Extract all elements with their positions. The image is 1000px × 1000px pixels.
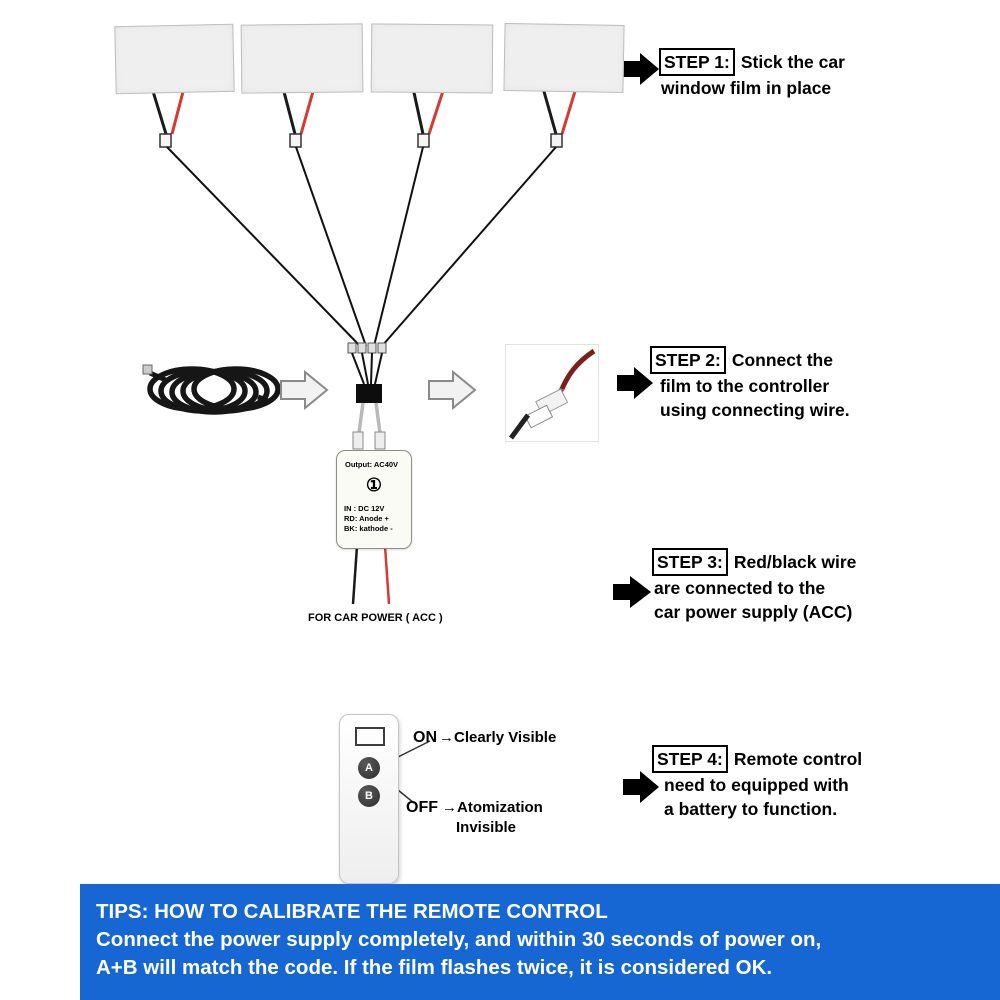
coil-plug-tip (142, 364, 153, 375)
step-3-line-3: car power supply (ACC) (654, 602, 853, 623)
step-2-line-2: film to the controller (660, 376, 830, 397)
step-2-line-3: using connecting wire. (660, 400, 850, 421)
step-3-line-2: are connected to the (654, 578, 826, 599)
tips-banner: TIPS: HOW TO CALIBRATE THE REMOTE CONTRO… (80, 884, 1000, 1000)
hub-connectors (347, 342, 387, 450)
connecting-wire-coil (147, 366, 281, 415)
step-4-line-1: Remote control (733, 749, 863, 769)
connector-illustration (508, 348, 596, 440)
tips-title: TIPS: HOW TO CALIBRATE THE REMOTE CONTRO… (96, 900, 608, 923)
window-film-3 (370, 23, 494, 94)
off-description-line-2: Invisible (456, 819, 517, 836)
connector-photo (505, 344, 599, 442)
film4-wires (381, 87, 578, 347)
window-film-4 (503, 22, 625, 94)
film-controller: Output: AC40V ① IN : DC 12V RD: Anode + … (336, 450, 412, 549)
film2-wires (281, 87, 367, 347)
tips-body-line-1: Connect the power supply completely, and… (96, 928, 822, 951)
remote-indicator-window (355, 727, 385, 746)
remote-button-b: B (358, 785, 380, 807)
step-3-label: STEP 3: (652, 548, 728, 577)
step-4-callout: STEP 4: Remote control need to equipped … (652, 745, 862, 821)
step-3-line-1: Red/black wire (733, 552, 857, 572)
film3-wires (373, 87, 446, 347)
step-1-callout: STEP 1: Stick the car window film in pla… (659, 48, 845, 100)
step-2-callout: STEP 2: Connect the film to the controll… (650, 346, 850, 422)
car-power-label: FOR CAR POWER ( ACC ) (308, 612, 443, 624)
tips-body-line-2: A+B will match the code. If the film fla… (96, 956, 773, 979)
controller-in-label: IN : DC 12V (344, 504, 385, 513)
step2-arrow-icon (617, 367, 653, 399)
on-description: →Clearly Visible (439, 729, 557, 746)
step-4-line-2: need to equipped with (664, 775, 849, 796)
remote-on-callout: ON →Clearly Visible (413, 729, 556, 747)
controller-dial-icon: ① (365, 475, 383, 495)
off-label: OFF (406, 799, 438, 816)
step-1-line-1: Stick the car (740, 52, 845, 72)
controller-output-label: Output: AC40V (345, 460, 399, 469)
step-4-label: STEP 4: (652, 745, 728, 774)
step-2-label: STEP 2: (650, 346, 726, 375)
step-4-line-3: a battery to function. (664, 799, 838, 820)
step1-arrow-icon (623, 53, 659, 85)
controller-power-wires (351, 545, 391, 605)
remote-callout-lines (397, 740, 431, 804)
step-1-line-2: window film in place (661, 78, 832, 99)
step4-arrow-icon (623, 771, 659, 803)
window-film-1 (114, 23, 235, 95)
step-3-callout: STEP 3: Red/black wire are connected to … (652, 548, 856, 624)
remote-button-a: A (358, 757, 380, 779)
flow-arrow-right-icon (280, 369, 477, 411)
controller-rd-label: RD: Anode + (344, 514, 389, 524)
remote-control: A B (339, 714, 399, 884)
step-2-line-1: Connect the (731, 350, 833, 370)
window-film-2 (240, 23, 364, 94)
remote-off-callout: OFF →Atomization Invisible (406, 799, 543, 836)
film1-wires (150, 87, 361, 347)
controller-bk-label: BK: kathode - (344, 524, 393, 534)
off-description-line-1: →Atomization (442, 799, 543, 816)
step3-arrow-icon (613, 576, 651, 608)
step-1-label: STEP 1: (659, 48, 735, 77)
on-label: ON (413, 729, 437, 746)
